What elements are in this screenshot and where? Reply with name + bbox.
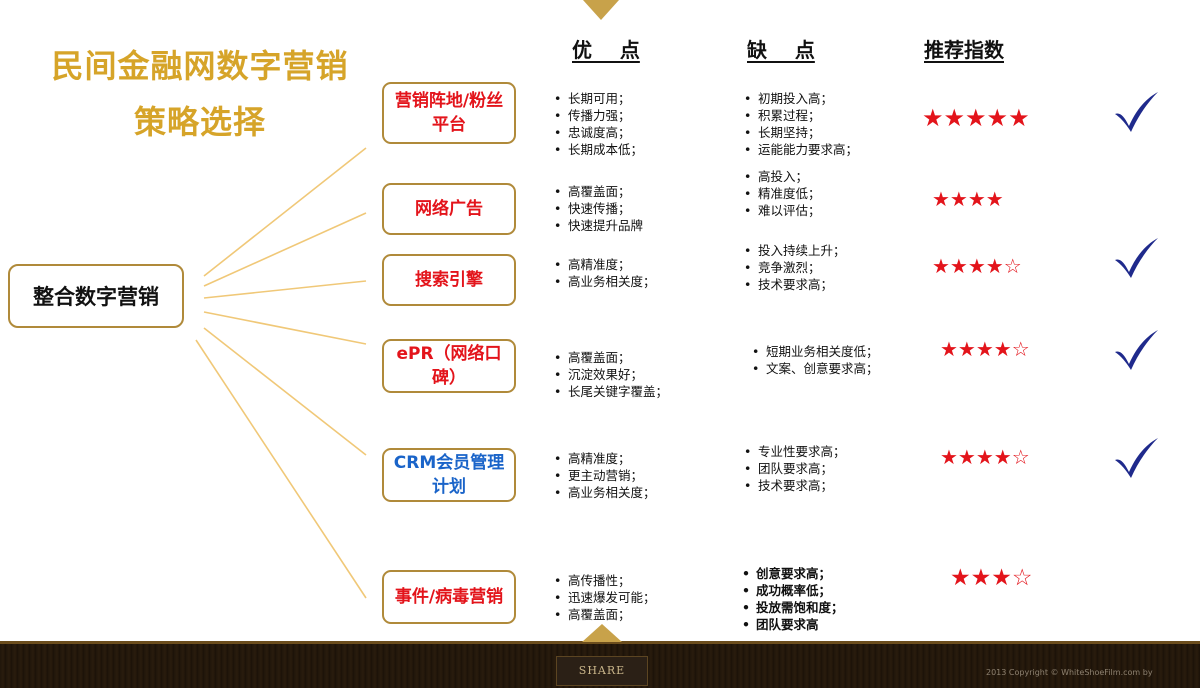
root-node-box: 整合数字营销 bbox=[8, 264, 184, 328]
list-item: 高精准度； bbox=[554, 256, 656, 273]
channel-box-epr: ePR（网络口碑） bbox=[382, 339, 516, 393]
list-item: 更主动营销； bbox=[554, 467, 656, 484]
list-item: 文案、创意要求高； bbox=[752, 360, 879, 377]
list-item: 积累过程； bbox=[744, 107, 858, 124]
list-item: 高精准度； bbox=[554, 450, 656, 467]
list-item: 短期业务相关度低； bbox=[752, 343, 879, 360]
cons-list-search-engine: 投入持续上升； 竞争激烈； 技术要求高； bbox=[744, 242, 846, 293]
cons-list-fan-platform: 初期投入高； 积累过程； 长期坚持； 运能能力要求高； bbox=[744, 90, 858, 158]
star-rating-fan-platform: ★★★★★ bbox=[922, 104, 1030, 132]
pros-list-event-viral: 高传播性； 迅速爆发可能； 高覆盖面； bbox=[554, 572, 656, 623]
channel-box-online-ads: 网络广告 bbox=[382, 183, 516, 235]
list-item: 快速传播； bbox=[554, 200, 643, 217]
list-item: 投放需饱和度； bbox=[742, 599, 844, 616]
list-item: 竞争激烈； bbox=[744, 259, 846, 276]
pros-list-fan-platform: 长期可用； 传播力强； 忠诚度高； 长期成本低； bbox=[554, 90, 643, 158]
top-notch-decoration bbox=[583, 0, 619, 20]
check-icon bbox=[1115, 92, 1158, 132]
list-item: 忠诚度高； bbox=[554, 124, 643, 141]
list-item: 创意要求高； bbox=[742, 565, 844, 582]
check-icon bbox=[1115, 238, 1158, 278]
cons-list-event-viral: 创意要求高； 成功概率低； 投放需饱和度； 团队要求高 bbox=[742, 565, 844, 633]
star-rating-event-viral: ★★★☆ bbox=[950, 565, 1033, 591]
list-item: 团队要求高； bbox=[744, 460, 846, 477]
star-rating-crm: ★★★★☆ bbox=[940, 445, 1030, 469]
column-header-cons: 缺 点 bbox=[747, 38, 815, 62]
channel-box-event-viral: 事件/病毒营销 bbox=[382, 570, 516, 624]
list-item: 初期投入高； bbox=[744, 90, 858, 107]
star-rating-search-engine: ★★★★☆ bbox=[932, 254, 1022, 278]
list-item: 精准度低； bbox=[744, 185, 821, 202]
list-item: 快速提升品牌 bbox=[554, 217, 643, 234]
list-item: 高业务相关度； bbox=[554, 273, 656, 290]
cons-list-crm: 专业性要求高； 团队要求高； 技术要求高； bbox=[744, 443, 846, 494]
list-item: 高投入； bbox=[744, 168, 821, 185]
connector-line-2 bbox=[203, 212, 367, 287]
list-item: 高覆盖面； bbox=[554, 183, 643, 200]
check-icon bbox=[1115, 438, 1158, 478]
list-item: 长尾关键字覆盖； bbox=[554, 383, 668, 400]
list-item: 迅速爆发可能； bbox=[554, 589, 656, 606]
pros-list-crm: 高精准度； 更主动营销； 高业务相关度； bbox=[554, 450, 656, 501]
channel-label: 营销阵地/粉丝平台 bbox=[394, 91, 504, 135]
list-item: 长期坚持； bbox=[744, 124, 858, 141]
channel-box-fan-platform: 营销阵地/粉丝平台 bbox=[382, 82, 516, 144]
channel-label: 事件/病毒营销 bbox=[394, 587, 504, 607]
page-title-line-1: 民间金融网数字营销 bbox=[51, 47, 349, 85]
list-item: 成功概率低； bbox=[742, 582, 844, 599]
star-rating-online-ads: ★★★★ bbox=[932, 187, 1004, 211]
list-item: 高传播性； bbox=[554, 572, 656, 589]
pros-list-search-engine: 高精准度； 高业务相关度； bbox=[554, 256, 656, 290]
channel-label: 网络广告 bbox=[415, 199, 483, 219]
page-title: 民间金融网数字营销 策略选择 bbox=[30, 38, 370, 150]
cons-list-online-ads: 高投入； 精准度低； 难以评估； bbox=[744, 168, 821, 219]
channel-label: ePR（网络口碑） bbox=[396, 344, 502, 388]
connector-line-1 bbox=[203, 147, 367, 277]
list-item: 高覆盖面； bbox=[554, 349, 668, 366]
list-item: 技术要求高； bbox=[744, 477, 846, 494]
list-item: 高覆盖面； bbox=[554, 606, 656, 623]
share-button[interactable]: SHARE bbox=[556, 656, 648, 686]
list-item: 长期成本低； bbox=[554, 141, 643, 158]
list-item: 高业务相关度； bbox=[554, 484, 656, 501]
channel-label: CRM会员管理计划 bbox=[393, 453, 505, 497]
check-icon bbox=[1115, 330, 1158, 370]
cons-list-epr: 短期业务相关度低； 文案、创意要求高； bbox=[752, 343, 879, 377]
pros-list-online-ads: 高覆盖面； 快速传播； 快速提升品牌 bbox=[554, 183, 643, 234]
copyright-text: 2013 Copyright © WhiteShoeFilm.com by bbox=[986, 668, 1153, 677]
list-item: 团队要求高 bbox=[742, 616, 844, 633]
channel-box-crm: CRM会员管理计划 bbox=[382, 448, 516, 502]
channel-box-search-engine: 搜索引擎 bbox=[382, 254, 516, 306]
pros-list-epr: 高覆盖面； 沉淀效果好； 长尾关键字覆盖； bbox=[554, 349, 668, 400]
list-item: 运能能力要求高； bbox=[744, 141, 858, 158]
root-node-label: 整合数字营销 bbox=[33, 285, 159, 309]
connector-line-5 bbox=[203, 327, 367, 456]
page-title-line-2: 策略选择 bbox=[133, 103, 266, 141]
connector-line-3 bbox=[203, 280, 367, 299]
channel-label: 搜索引擎 bbox=[415, 270, 483, 290]
list-item: 沉淀效果好； bbox=[554, 366, 668, 383]
bottom-notch-decoration bbox=[582, 624, 622, 642]
star-rating-epr: ★★★★☆ bbox=[940, 337, 1030, 361]
connector-line-4 bbox=[203, 311, 367, 345]
list-item: 长期可用； bbox=[554, 90, 643, 107]
column-header-pros: 优 点 bbox=[572, 38, 640, 62]
connector-line-6 bbox=[195, 339, 367, 599]
column-header-recommend: 推荐指数 bbox=[924, 38, 1004, 62]
list-item: 专业性要求高； bbox=[744, 443, 846, 460]
list-item: 投入持续上升； bbox=[744, 242, 846, 259]
list-item: 技术要求高； bbox=[744, 276, 846, 293]
list-item: 难以评估； bbox=[744, 202, 821, 219]
list-item: 传播力强； bbox=[554, 107, 643, 124]
